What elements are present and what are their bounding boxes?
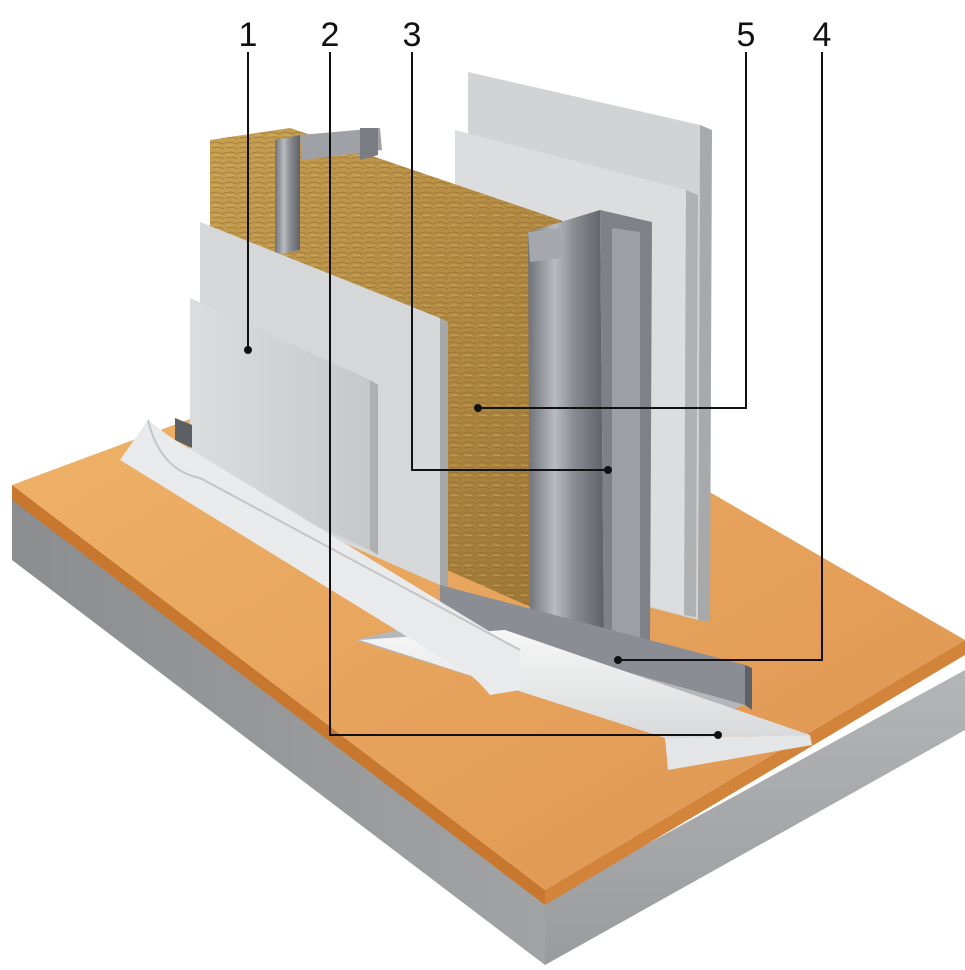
leader-dot-1 [244,346,252,354]
callout-labels: 1 2 3 5 4 [239,16,832,54]
leader-line-4 [618,52,823,661]
leader-line-5 [478,52,747,409]
stud-back [275,128,382,255]
callout-3: 3 [403,16,422,54]
leader-lines [244,52,823,739]
concrete-slab [12,485,965,965]
skirting-profile [120,418,521,695]
callout-2: 2 [321,16,340,54]
leader-line-2 [329,52,718,736]
callout-5: 5 [737,16,756,54]
callout-1: 1 [239,16,258,54]
leader-line-3 [411,52,608,471]
leader-dot-3 [604,466,612,474]
leader-dot-5 [474,404,482,412]
leader-dot-2 [714,731,722,739]
callout-4: 4 [813,16,832,54]
metal-stud [528,210,652,650]
leader-dot-4 [614,656,622,664]
